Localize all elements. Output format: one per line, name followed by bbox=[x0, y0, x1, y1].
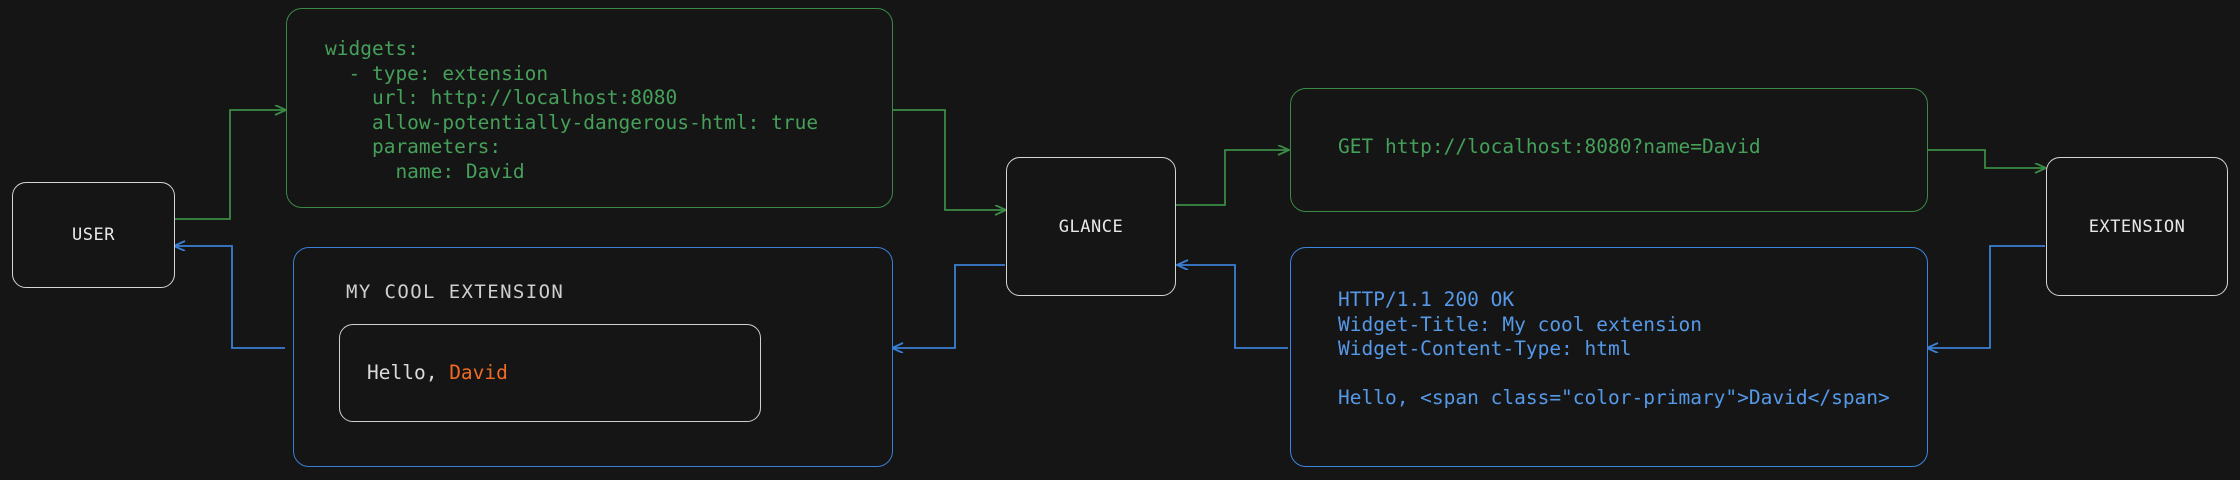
widget-greeting: Hello, David bbox=[367, 361, 508, 384]
arrow-response-to-glance bbox=[1178, 265, 1288, 349]
http-response-text: HTTP/1.1 200 OK Widget-Title: My cool ex… bbox=[1338, 288, 1890, 409]
arrow-config-to-glance bbox=[893, 109, 1005, 210]
arrow-widget-to-user bbox=[175, 246, 285, 349]
http-response-box: HTTP/1.1 200 OK Widget-Title: My cool ex… bbox=[1290, 247, 1928, 467]
node-glance-label: GLANCE bbox=[1058, 216, 1124, 237]
widget-title: MY COOL EXTENSION bbox=[346, 281, 565, 303]
rendered-widget-box: MY COOL EXTENSION Hello, David bbox=[293, 247, 893, 467]
arrow-glance-to-widget bbox=[893, 264, 1005, 348]
widget-content-frame: Hello, David bbox=[339, 324, 761, 422]
arrow-extension-to-response bbox=[1928, 245, 2045, 348]
http-request-text: GET http://localhost:8080?name=David bbox=[1338, 135, 1761, 158]
http-request-box: GET http://localhost:8080?name=David bbox=[1290, 88, 1928, 212]
arrow-user-to-config bbox=[175, 110, 285, 220]
widget-greeting-name: David bbox=[449, 361, 508, 384]
node-user[interactable]: USER bbox=[12, 182, 175, 288]
arrow-glance-to-request bbox=[1175, 150, 1288, 206]
arrow-request-to-extension bbox=[1928, 149, 2045, 168]
node-user-label: USER bbox=[72, 225, 115, 245]
config-yaml-box: widgets: - type: extension url: http://l… bbox=[286, 8, 893, 208]
widget-greeting-prefix: Hello, bbox=[367, 361, 450, 384]
config-yaml-text: widgets: - type: extension url: http://l… bbox=[325, 37, 819, 183]
node-extension[interactable]: EXTENSION bbox=[2046, 157, 2228, 296]
node-extension-label: EXTENSION bbox=[2088, 216, 2186, 237]
node-glance[interactable]: GLANCE bbox=[1006, 157, 1176, 296]
